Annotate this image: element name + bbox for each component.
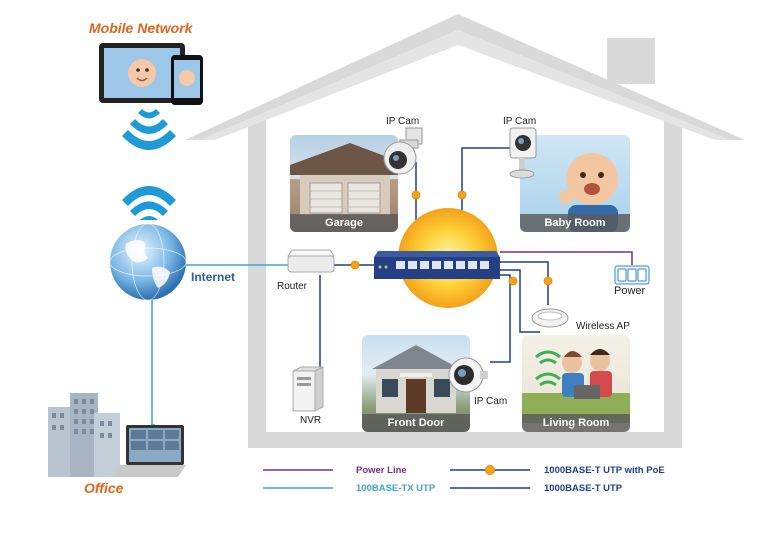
wireless-signal-icon (122, 109, 176, 150)
router-icon (287, 249, 335, 273)
router-label: Router (277, 281, 308, 292)
garage-label: Garage (325, 217, 363, 229)
power-outlet-icon (614, 265, 650, 285)
legend-power-line: Power Line (356, 465, 407, 476)
ip-cam-front-label: IP Cam (474, 396, 508, 407)
ip-cam-top-left-label: IP Cam (386, 116, 420, 127)
house-outline (185, 14, 745, 448)
front-door-illustration (372, 345, 460, 413)
office-buildings-illustration (48, 393, 186, 477)
nvr-icon (292, 366, 324, 412)
baby-room-photo: Baby Room (520, 135, 630, 232)
power-line (500, 251, 633, 265)
legend-gigabit: 1000BASE-T UTP (544, 483, 623, 494)
poe-switch-icon (374, 251, 500, 279)
garage-illustration (290, 143, 398, 215)
living-room-label: Living Room (542, 417, 610, 429)
internet-label: Internet (191, 270, 236, 284)
power-label: Power (614, 285, 646, 297)
baby-room-label: Baby Room (544, 217, 606, 229)
office-title: Office (84, 480, 124, 496)
wireless-ap-label: Wireless AP (576, 321, 630, 332)
front-door-label: Front Door (387, 417, 445, 429)
bullet-camera-icon (448, 357, 488, 393)
cube-camera-icon (509, 127, 537, 179)
wireless-ap-icon (531, 308, 569, 328)
legend-tx-utp: 100BASE-TX UTP (356, 483, 436, 494)
nvr-label: NVR (300, 415, 322, 426)
poe-markers (350, 190, 553, 286)
photo-caption-bar (290, 214, 398, 232)
legend-poe: 1000BASE-T UTP with PoE (544, 465, 665, 476)
wireless-signal-icon (122, 186, 176, 220)
photo-caption-bar (522, 414, 630, 432)
front-door-photo: Front Door (362, 335, 470, 432)
garage-photo: Garage (290, 135, 398, 232)
internet-globe-icon (109, 223, 187, 301)
mobile-network-title: Mobile Network (89, 20, 193, 36)
photo-caption-bar (520, 214, 630, 232)
speed-dome-camera-icon (383, 127, 423, 175)
photo-caption-bar (362, 414, 470, 432)
legend-lines (263, 465, 530, 489)
tablet-phone-illustration (99, 43, 203, 105)
living-room-photo: Living Room (522, 335, 630, 432)
ip-cam-top-right-label: IP Cam (503, 116, 537, 127)
